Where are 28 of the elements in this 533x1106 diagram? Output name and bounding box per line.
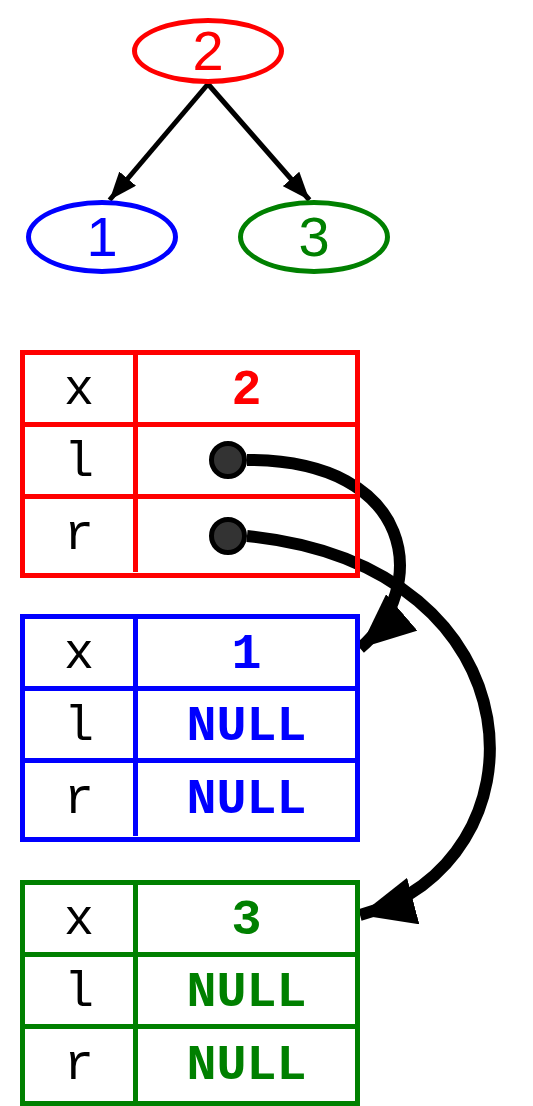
field-value: 1 (138, 619, 355, 691)
arrow (206, 82, 312, 202)
struct-table (20, 614, 360, 842)
field-value: NULL (138, 763, 355, 836)
field-name: r (25, 1029, 133, 1102)
struct-table (20, 350, 360, 578)
pointer-dot (209, 441, 247, 479)
field-name: r (25, 763, 133, 836)
field-name: x (25, 885, 133, 957)
tree-node-ellipse: 3 (238, 200, 390, 274)
field-value: NULL (138, 1029, 355, 1102)
field-name: r (25, 499, 133, 572)
pointer-arrow (246, 454, 416, 653)
pointer-dot (209, 517, 247, 555)
field-value: 2 (138, 355, 355, 427)
tree-node-ellipse: 2 (132, 18, 284, 84)
field-value: NULL (138, 957, 355, 1029)
tree-node-ellipse: 1 (26, 200, 178, 274)
field-name: l (25, 957, 133, 1029)
field-name: l (25, 691, 133, 763)
field-name: x (25, 355, 133, 427)
field-value: NULL (138, 691, 355, 763)
field-name: x (25, 619, 133, 691)
arrow (107, 82, 210, 202)
pointer-arrow (245, 530, 496, 921)
field-name: l (25, 427, 133, 499)
field-value: 3 (138, 885, 355, 957)
struct-table (20, 880, 360, 1106)
